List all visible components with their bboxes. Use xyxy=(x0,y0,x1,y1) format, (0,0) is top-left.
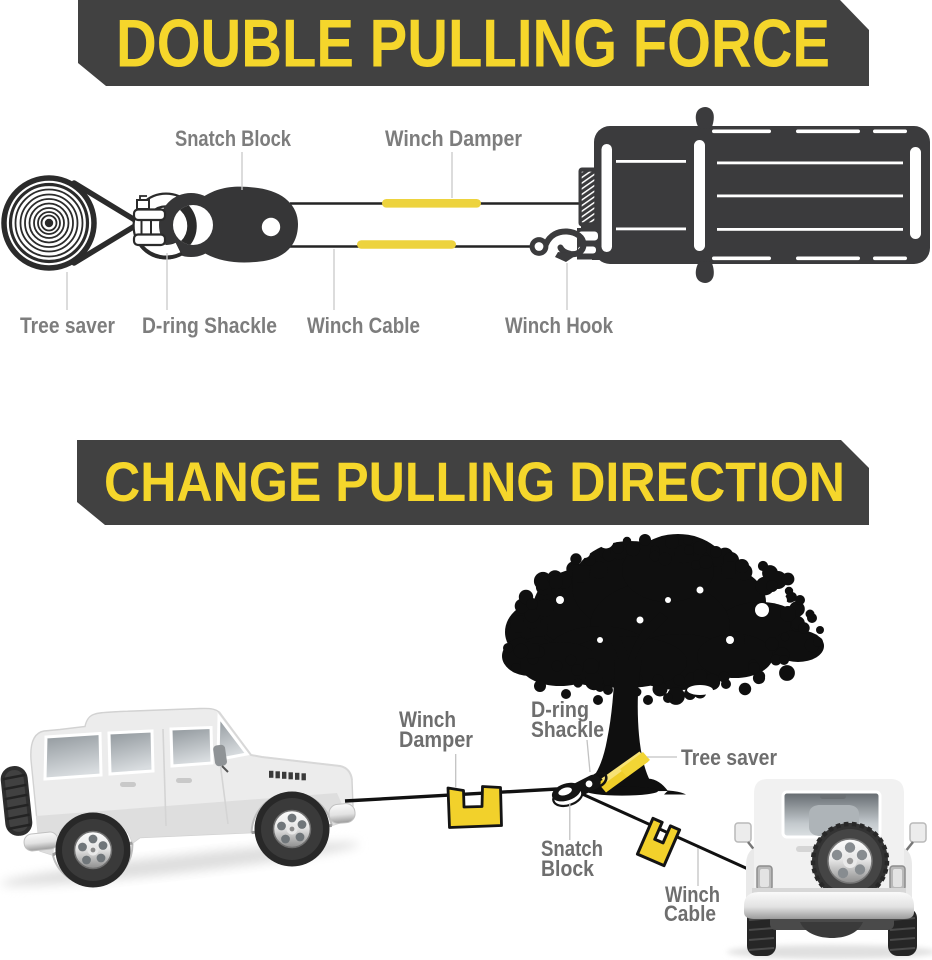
svg-text:D-ring: D-ring xyxy=(531,697,589,722)
svg-text:Tree saver: Tree saver xyxy=(20,313,115,338)
svg-text:Shackle: Shackle xyxy=(531,717,604,742)
svg-text:CHANGE PULLING DIRECTION: CHANGE PULLING DIRECTION xyxy=(104,450,845,513)
svg-text:Winch: Winch xyxy=(665,882,720,907)
svg-text:Damper: Damper xyxy=(399,727,473,752)
svg-text:DOUBLE PULLING FORCE: DOUBLE PULLING FORCE xyxy=(116,6,830,82)
svg-text:Tree saver: Tree saver xyxy=(681,745,777,770)
svg-text:D-ring Shackle: D-ring Shackle xyxy=(142,313,277,338)
svg-text:Winch Cable: Winch Cable xyxy=(307,313,420,338)
svg-text:Winch: Winch xyxy=(399,707,456,732)
svg-text:Snatch: Snatch xyxy=(541,836,603,861)
svg-text:Winch Hook: Winch Hook xyxy=(505,313,614,338)
svg-text:Cable: Cable xyxy=(664,901,716,926)
svg-text:Winch Damper: Winch Damper xyxy=(385,126,522,151)
svg-text:Block: Block xyxy=(541,856,595,881)
svg-text:Snatch Block: Snatch Block xyxy=(175,126,292,151)
